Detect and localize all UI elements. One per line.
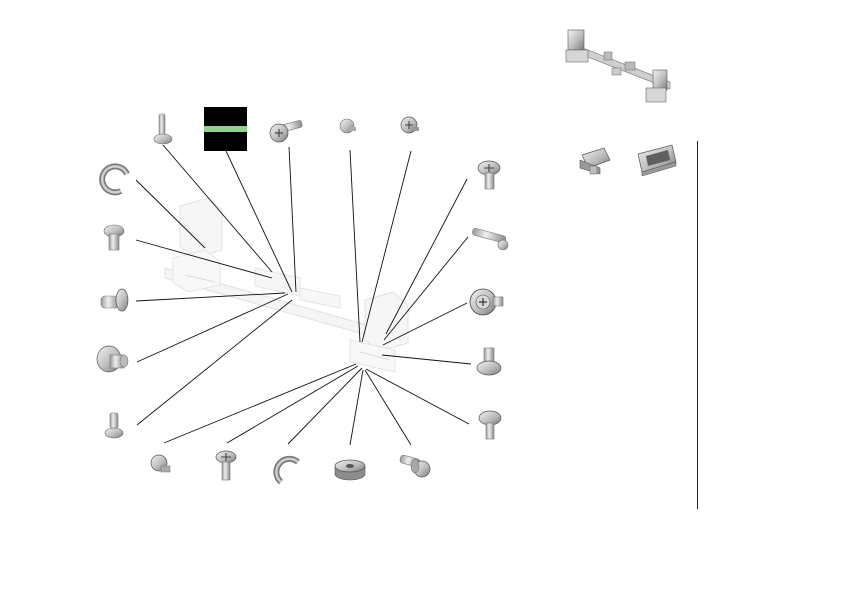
shaft-screw-bottom [399, 454, 431, 478]
bushing-left [96, 345, 129, 373]
small-screw-bottom [150, 454, 171, 473]
shoulder-pin-left [100, 288, 129, 312]
cross-screw-bottom [215, 450, 237, 481]
screw-right-top [477, 160, 501, 190]
highlight-swatch [204, 107, 247, 151]
rivet-left [103, 224, 125, 251]
small-screw-top-a [339, 118, 356, 134]
clip-detail-a [579, 147, 611, 175]
e-ring-left [99, 163, 130, 196]
leader-lines [135, 144, 472, 446]
rail-assembly [164, 197, 409, 373]
pan-screw-top [269, 120, 303, 143]
pin-top-left [153, 113, 173, 145]
divider-line [697, 141, 698, 509]
long-pin-right [472, 228, 509, 251]
clip-detail-b [637, 144, 677, 177]
flange-screw-right [469, 288, 504, 316]
rail-assembly-inset [565, 29, 671, 103]
e-ring-bottom [273, 455, 300, 485]
flange-bolt-right [478, 410, 502, 440]
stud-right [476, 347, 502, 376]
small-screw-top-b [400, 116, 419, 134]
washer-bottom [334, 459, 366, 481]
short-pin-left [104, 412, 124, 439]
